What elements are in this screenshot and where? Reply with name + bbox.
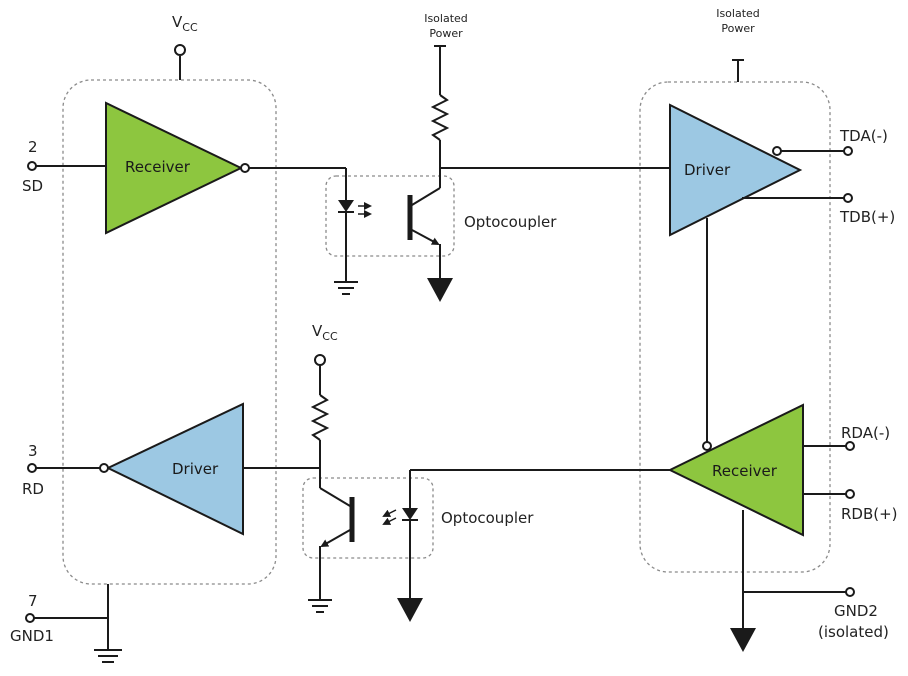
receiver-right-label: Receiver — [712, 462, 778, 480]
optocoupler-bottom-outline — [302, 477, 434, 559]
supply-terminal-icon — [314, 354, 326, 366]
pin-rd-name: RD — [22, 480, 44, 498]
ground-icon — [334, 281, 358, 295]
isolated-power-right-label: Isolated — [716, 7, 760, 20]
led-icon — [338, 200, 372, 282]
pin-tdb-terminal — [843, 193, 853, 203]
led-icon — [382, 508, 423, 622]
pin-rdb-label: RDB(+) — [841, 505, 898, 523]
receiver-left-label: Receiver — [125, 158, 191, 176]
supply-terminal-icon — [174, 44, 186, 56]
pin-sd-name: SD — [22, 177, 43, 195]
ground-icon — [308, 599, 332, 613]
vcc-left-label: VCC — [172, 13, 198, 34]
pin-sd: 2 SD — [22, 138, 106, 195]
driver-right: Driver — [669, 103, 803, 237]
isolated-power-right-label-2: Power — [721, 22, 755, 35]
pin-gnd2-label-2: (isolated) — [818, 623, 889, 641]
pin-rd-number: 3 — [28, 442, 38, 460]
optocoupler-bottom-label: Optocoupler — [441, 509, 534, 527]
right-chip-outline — [639, 81, 831, 573]
pin-gnd1-name: GND1 — [10, 627, 54, 645]
pin-sd-number: 2 — [28, 138, 38, 156]
optocoupler-top-label: Optocoupler — [464, 213, 557, 231]
ground-icon — [94, 649, 122, 663]
driver-left-label: Driver — [172, 460, 219, 478]
phototransistor-icon — [407, 168, 453, 302]
pin-rda-label: RDA(-) — [841, 424, 890, 442]
resistor-icon — [310, 354, 330, 488]
driver-right-label: Driver — [684, 161, 731, 179]
pin-tda-label: TDA(-) — [839, 127, 888, 145]
vcc-left: VCC — [172, 13, 198, 80]
pin-tdb-label: TDB(+) — [839, 208, 895, 226]
pin-gnd2-terminal — [845, 587, 855, 597]
pin-gnd1: 7 GND1 — [10, 584, 109, 650]
receiver-right: Receiver — [667, 403, 804, 537]
receiver-left: Receiver — [105, 101, 250, 235]
pin-rd: 3 RD — [22, 442, 100, 498]
phototransistor-icon — [319, 487, 355, 600]
pin-rda-terminal — [845, 441, 855, 451]
driver-left: Driver — [99, 402, 244, 536]
isolated-power-top-label-2: Power — [429, 27, 463, 40]
pin-tda-terminal — [843, 146, 853, 156]
vcc-bottom-label: VCC — [312, 322, 338, 343]
pin-rdb-terminal — [845, 489, 855, 499]
isolated-power-top-label: Isolated — [424, 12, 468, 25]
pin-gnd1-number: 7 — [28, 592, 38, 610]
pin-gnd2-label: GND2 — [834, 602, 878, 620]
left-chip-outline — [62, 79, 277, 585]
resistor-icon — [430, 45, 450, 168]
ground-icon — [730, 628, 756, 652]
optocoupler-top-outline — [325, 175, 455, 257]
